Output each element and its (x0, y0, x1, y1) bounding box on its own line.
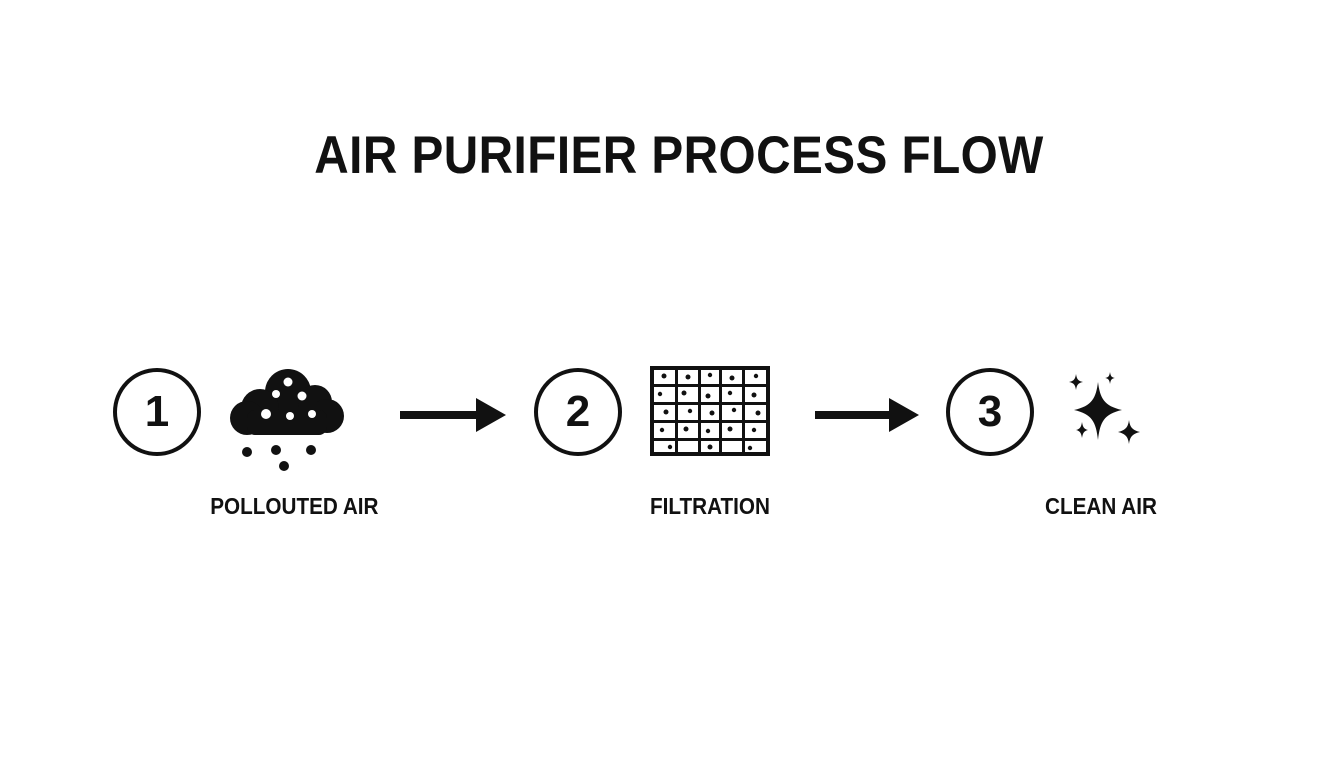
arrow-right-icon (400, 398, 506, 432)
sparkle-icon (1069, 372, 1140, 444)
step-2-label: FILTRATION (650, 493, 770, 519)
filter-grid-icon (650, 366, 770, 456)
arrow-right-icon (815, 398, 919, 432)
step-3-label: CLEAN AIR (1045, 493, 1157, 519)
step-3-number: 3 (946, 368, 1034, 456)
step-2-number: 2 (534, 368, 622, 456)
polluted-cloud-icon (230, 369, 344, 471)
diagram-title: AIR PURIFIER PROCESS FLOW (314, 126, 1044, 185)
step-1-label: POLLOUTED AIR (210, 493, 379, 519)
step-1-number: 1 (113, 368, 201, 456)
